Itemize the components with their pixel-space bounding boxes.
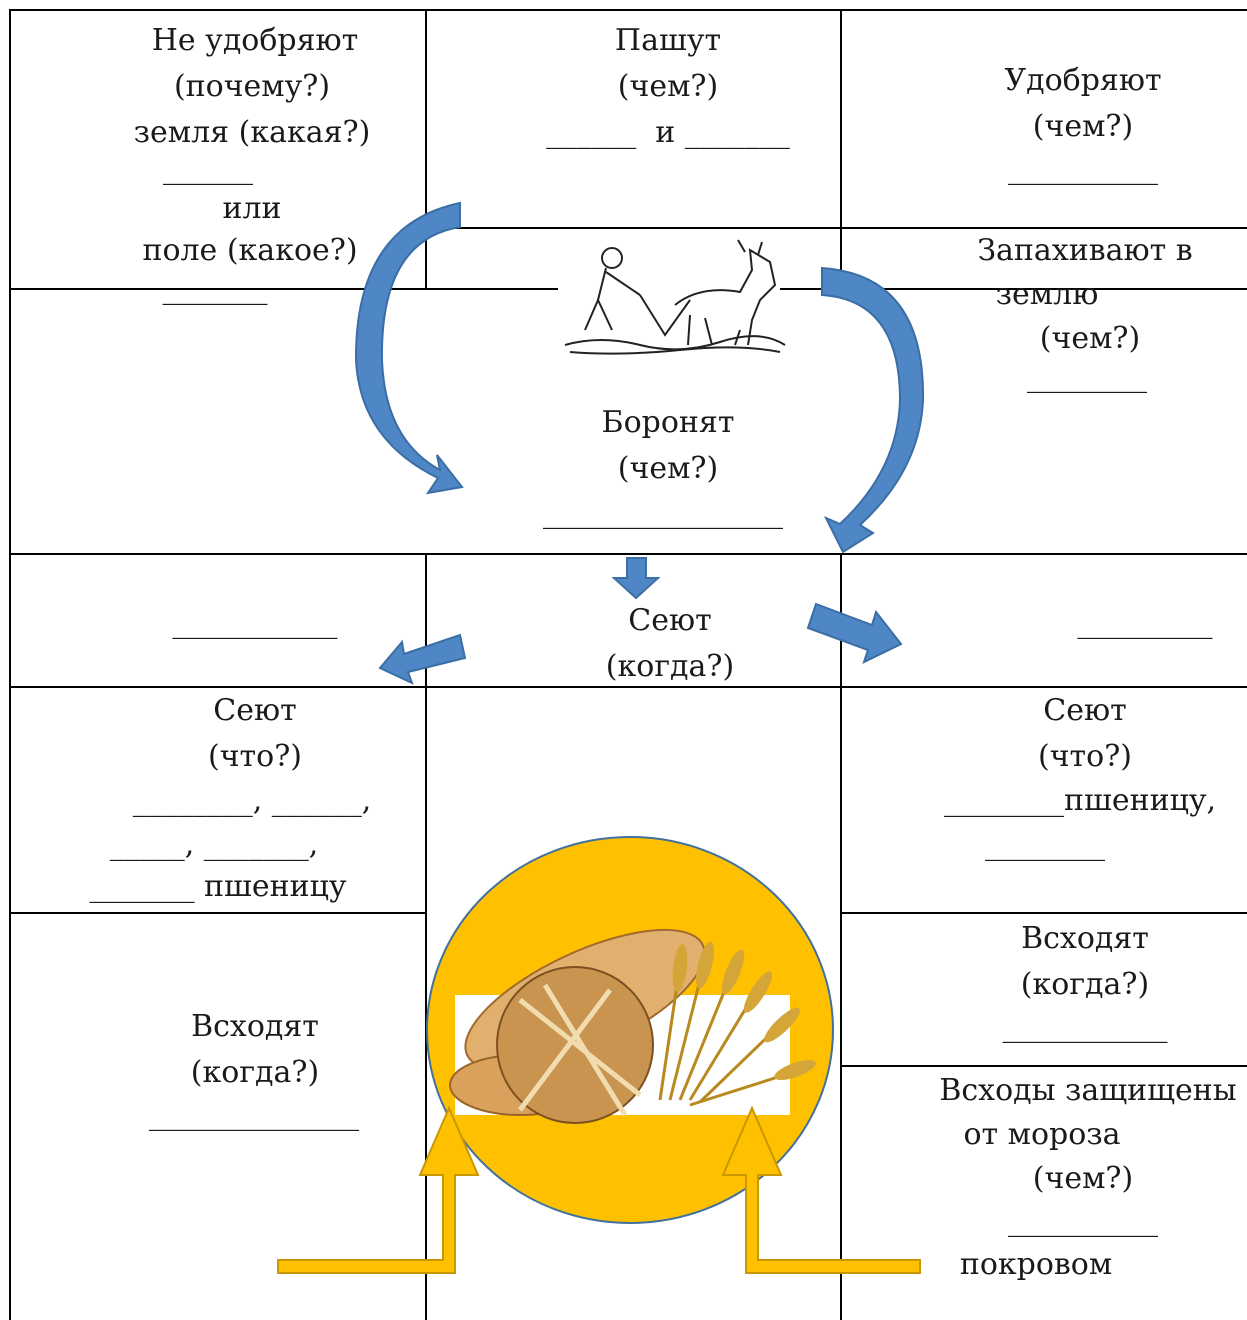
middle-right-line-3: (чем?) <box>1039 321 1141 356</box>
plowman-picture <box>558 232 786 360</box>
yellow-arrow-right <box>721 1105 921 1274</box>
sow-left-line-4: _____, _______, <box>109 827 319 862</box>
grid-h-right-5 <box>840 1065 1247 1067</box>
grid-h-left-4 <box>9 912 427 914</box>
sprout-right-line-1: Всходят <box>1021 921 1149 956</box>
top-left-line-5: или <box>222 191 282 226</box>
sow-row-center-line-2: (когда?) <box>605 649 735 684</box>
curved-arrow-left <box>354 201 464 495</box>
top-right-line-3: __________ <box>1008 151 1158 186</box>
protect-right-line-3: (чем?) <box>1032 1161 1134 1196</box>
top-right-line-2: (чем?) <box>1032 109 1134 144</box>
diagonal-arrow-left <box>378 633 467 685</box>
grid-v1-top <box>425 9 427 288</box>
grid-h-top-right <box>840 227 1247 229</box>
protect-right-line-5: покровом <box>959 1247 1113 1282</box>
top-middle-line-2: (чем?) <box>617 69 719 104</box>
top-right-line-1: Удобряют <box>1004 63 1162 98</box>
harrow-line-3: ________________ <box>543 495 783 530</box>
sow-row-center-line-1: Сеют <box>628 603 712 638</box>
sow-row-right-blank: _________ <box>1077 605 1213 640</box>
top-left-line-2: (почему?) <box>173 69 331 104</box>
middle-right-line-1: Запахивают в <box>977 233 1193 268</box>
sprout-right-line-2: (когда?) <box>1020 967 1150 1002</box>
top-left-line-7: _______ <box>162 271 268 306</box>
sow-right-line-2: (что?) <box>1038 739 1132 774</box>
yellow-arrow-left <box>277 1105 480 1274</box>
sow-row-left-blank: ___________ <box>172 605 338 640</box>
down-arrow <box>611 557 661 600</box>
grid-left-border <box>9 9 11 1320</box>
middle-right-line-4: ________ <box>1027 359 1147 394</box>
grid-v1-sow <box>425 553 427 1320</box>
grid-v2-sow <box>840 553 842 1320</box>
top-middle-line-1: Пашут <box>614 23 722 58</box>
sow-right-line-3: ________пшеницу, <box>943 783 1217 818</box>
bread-wheat-picture <box>449 928 816 1124</box>
top-middle-line-3: ______ и _______ <box>546 115 790 150</box>
middle-right-line-2: землю <box>995 277 1099 312</box>
grid-h-top-middle <box>425 227 842 229</box>
harrow-line-1: Боронят <box>601 405 735 440</box>
sow-left-line-3: ________, ______, <box>132 783 372 818</box>
sow-left-line-5: _______ пшеницу <box>89 869 347 904</box>
sprout-left-line-3: ______________ <box>149 1097 359 1132</box>
sprout-left-line-1: Всходят <box>191 1009 319 1044</box>
sprout-right-line-3: ___________ <box>1002 1009 1168 1044</box>
top-left-line-1: Не удобряют <box>151 23 359 58</box>
protect-right-line-2: от мороза <box>963 1117 1121 1152</box>
curved-arrow-right <box>821 266 925 554</box>
top-left-line-3: земля (какая?) <box>133 115 371 150</box>
sow-left-line-2: (что?) <box>208 739 302 774</box>
harrow-line-2: (чем?) <box>617 451 719 486</box>
grid-h-2 <box>9 553 1247 555</box>
sow-right-line-4: ________ <box>985 827 1105 862</box>
protect-right-line-1: Всходы защищены <box>939 1073 1237 1108</box>
sprout-left-line-2: (когда?) <box>190 1055 320 1090</box>
protect-right-line-4: __________ <box>1008 1203 1158 1238</box>
sow-right-line-1: Сеют <box>1043 693 1127 728</box>
grid-h-right-4 <box>840 912 1247 914</box>
grid-h-3 <box>9 686 1247 688</box>
top-left-line-4: ______ <box>163 151 253 186</box>
sow-left-line-1: Сеют <box>213 693 297 728</box>
diagonal-arrow-right <box>806 602 903 664</box>
grid-v2-top <box>840 9 842 288</box>
top-left-line-6: поле (какое?) <box>142 233 358 268</box>
grid-top-border <box>9 9 1247 11</box>
